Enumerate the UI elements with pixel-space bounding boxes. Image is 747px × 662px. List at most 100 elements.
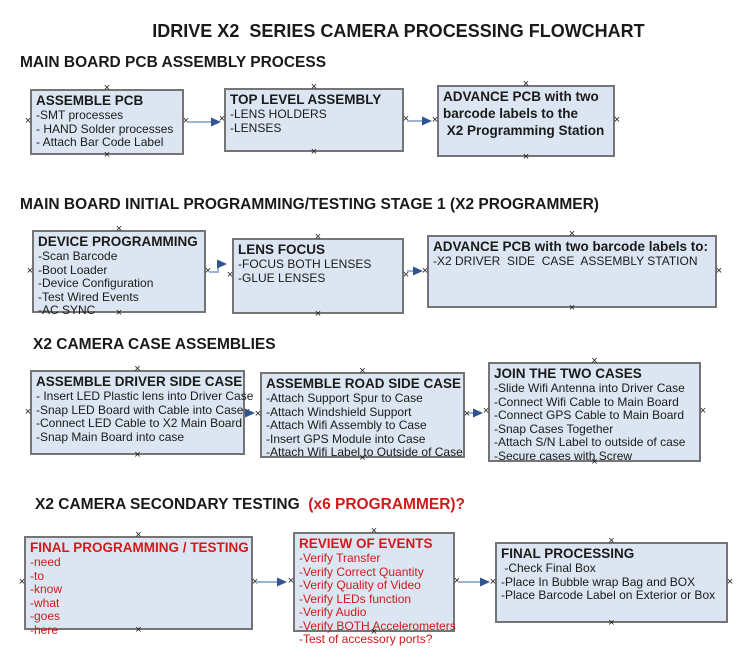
box-item: -Device Configuration — [38, 276, 154, 290]
box-assemble-pcb: ASSEMBLE PCB -SMT processes- HAND Solder… — [25, 83, 189, 161]
box-item: -need — [30, 555, 61, 569]
box-assemble-driver-side-case: ASSEMBLE DRIVER SIDE CASE - Insert LED P… — [25, 364, 254, 461]
box-title: REVIEW OF EVENTS — [299, 536, 433, 551]
connector-handle-icon: × — [699, 405, 707, 417]
connector-handle-icon: × — [182, 115, 190, 127]
arrow-deviceprog-to-lensfocus — [209, 259, 227, 273]
box-title: LENS FOCUS — [238, 242, 326, 257]
box-title: ADVANCE PCB with two barcode labels to: — [433, 239, 709, 254]
box-items: - Insert LED Plastic lens into Driver Ca… — [36, 389, 253, 444]
box-item: -Secure cases with Screw — [494, 448, 633, 463]
section-heading-case-assemblies: X2 CAMERA CASE ASSEMBLIES — [33, 336, 276, 353]
box-item: -goes — [30, 609, 61, 623]
section-heading-secondary-testing: X2 CAMERA SECONDARY TESTING (x6 PROGRAMM… — [35, 496, 465, 514]
box-item: -Attach Wifi Label to Outside of Case — [266, 445, 463, 459]
connector-handle-icon: × — [310, 146, 318, 158]
box-title-line: barcode labels to the — [443, 106, 579, 121]
box-item: -GLUE LENSES — [238, 270, 326, 285]
flowchart-title: IDRIVE X2 SERIES CAMERA PROCESSING FLOWC… — [152, 21, 645, 41]
connector-handle-icon: × — [314, 308, 322, 320]
box-item: -Verify Quality of Video — [299, 578, 421, 592]
box-item: -FOCUS BOTH LENSES — [238, 257, 372, 271]
box-item: -Attach Wifi Assembly to Case — [266, 418, 427, 432]
box-join-the-two-cases: JOIN THE TWO CASES -Slide Wifi Antenna i… — [483, 356, 706, 468]
box-title: ASSEMBLE PCB — [36, 93, 144, 108]
box-title: JOIN THE TWO CASES — [494, 366, 642, 381]
box-item: -to — [30, 568, 45, 583]
connector-handle-icon: × — [726, 575, 734, 588]
box-item: -Attach Windshield Support — [266, 404, 412, 419]
connector-handle-icon: × — [482, 405, 490, 417]
box-item: -Snap Main Board into case — [36, 429, 185, 444]
box-item: -Insert GPS Module into Case — [266, 431, 426, 446]
box-title: FINAL PROCESSING — [501, 546, 635, 561]
connector-handle-icon: × — [287, 575, 295, 587]
box-item: -LENS HOLDERS — [230, 107, 327, 121]
box-items: -Slide Wifi Antenna into Driver Case-Con… — [494, 381, 695, 463]
connector-handle-icon: × — [613, 114, 621, 126]
box-title: ASSEMBLE DRIVER SIDE CASE — [36, 374, 243, 389]
box-items: -SMT processes- HAND Solder processes- A… — [36, 108, 178, 150]
box-advance-pcb-driver-side: ADVANCE PCB with two barcode labels to: … — [422, 229, 722, 314]
box-item: -Snap LED Board with Cable into Case — [36, 402, 244, 417]
section-heading-programmer-question: (x6 PROGRAMMER)? — [308, 496, 466, 513]
box-item: -Connect LED Cable to X2 Main Board — [36, 416, 243, 430]
connector-handle-icon: × — [421, 264, 429, 277]
connector-handle-icon: × — [608, 617, 615, 629]
box-item: - HAND Solder processes — [36, 121, 174, 136]
connector-handle-icon: × — [24, 115, 32, 127]
box-item: -Boot Loader — [38, 262, 108, 277]
box-items: -Attach Support Spur to Case-Attach Wind… — [266, 391, 463, 460]
box-top-level-assembly: TOP LEVEL ASSEMBLY -LENS HOLDERS-LENSES … — [219, 82, 409, 158]
box-items: -LENS HOLDERS-LENSES — [230, 107, 398, 135]
box-item: -Verify LEDs function — [299, 591, 412, 606]
box-item: -know — [30, 582, 63, 596]
box-device-programming: DEVICE PROGRAMMING -Scan Barcode-Boot Lo… — [27, 224, 211, 319]
connector-handle-icon: × — [204, 264, 212, 277]
connector-handle-icon: × — [522, 151, 530, 163]
box-items: -need-to-know-what-goes-here — [30, 555, 247, 637]
box-title: FINAL PROGRAMMING / TESTING — [30, 540, 249, 555]
box-title: ASSEMBLE ROAD SIDE CASE — [266, 376, 462, 391]
connector-handle-icon: × — [453, 575, 461, 587]
box-item: -Place In Bubble wrap Bag and BOX — [501, 574, 696, 589]
connector-handle-icon: × — [18, 576, 26, 588]
box-item: -what — [30, 595, 60, 610]
box-items: -Scan Barcode-Boot Loader-Device Configu… — [38, 249, 200, 318]
box-title-line: ADVANCE PCB with two — [443, 89, 599, 104]
box-items: -FOCUS BOTH LENSES-GLUE LENSES — [238, 257, 398, 285]
connector-handle-icon: × — [489, 575, 497, 588]
box-items: -X2 DRIVER SIDE CASE ASSEMBLY STATION — [433, 254, 711, 269]
box-title-lines: ADVANCE PCB with two barcode labels to th… — [443, 88, 609, 139]
connector-handle-icon: × — [26, 264, 34, 277]
box-item: -Scan Barcode — [38, 249, 118, 263]
box-item: -Place Barcode Label on Exterior or Box — [501, 588, 716, 602]
box-final-processing: FINAL PROCESSING -Check Final Box-Place … — [490, 536, 733, 629]
box-item: -Verify BOTH Accelerometers — [299, 618, 456, 633]
box-lens-focus: LENS FOCUS -FOCUS BOTH LENSES-GLUE LENSE… — [227, 232, 409, 320]
box-item: -X2 DRIVER SIDE CASE ASSEMBLY STATION — [433, 254, 698, 268]
connector-handle-icon: × — [402, 269, 410, 281]
box-title: DEVICE PROGRAMMING — [38, 234, 198, 249]
connector-handle-icon: × — [568, 302, 576, 314]
connector-handle-icon: × — [402, 113, 410, 125]
box-items: -Verify Transfer-Verify Correct Quantity… — [299, 551, 456, 647]
box-item: -Connect Wifi Cable to Main Board — [494, 394, 679, 409]
connector-handle-icon: × — [24, 405, 32, 418]
connector-handle-icon: × — [715, 264, 723, 277]
section-heading-pcb-assembly: MAIN BOARD PCB ASSEMBLY PROCESS — [20, 54, 327, 71]
box-item: -AC SYNC — [38, 303, 96, 317]
box-item: -Verify Audio — [299, 605, 367, 619]
box-item: -here — [30, 622, 59, 637]
connector-handle-icon: × — [431, 114, 439, 126]
connector-handle-icon: × — [254, 408, 262, 420]
box-title: TOP LEVEL ASSEMBLY — [230, 92, 382, 107]
box-item: -Check Final Box — [501, 561, 596, 575]
connector-handle-icon: × — [103, 149, 111, 161]
box-final-programming-testing: FINAL PROGRAMMING / TESTING -need-to-kno… — [19, 530, 258, 637]
box-item: -Slide Wifi Antenna into Driver Case — [494, 381, 685, 395]
connector-handle-icon: × — [243, 405, 251, 418]
box-item: -Test Wired Events — [38, 289, 139, 304]
box-item: -Snap Cases Together — [494, 421, 614, 436]
